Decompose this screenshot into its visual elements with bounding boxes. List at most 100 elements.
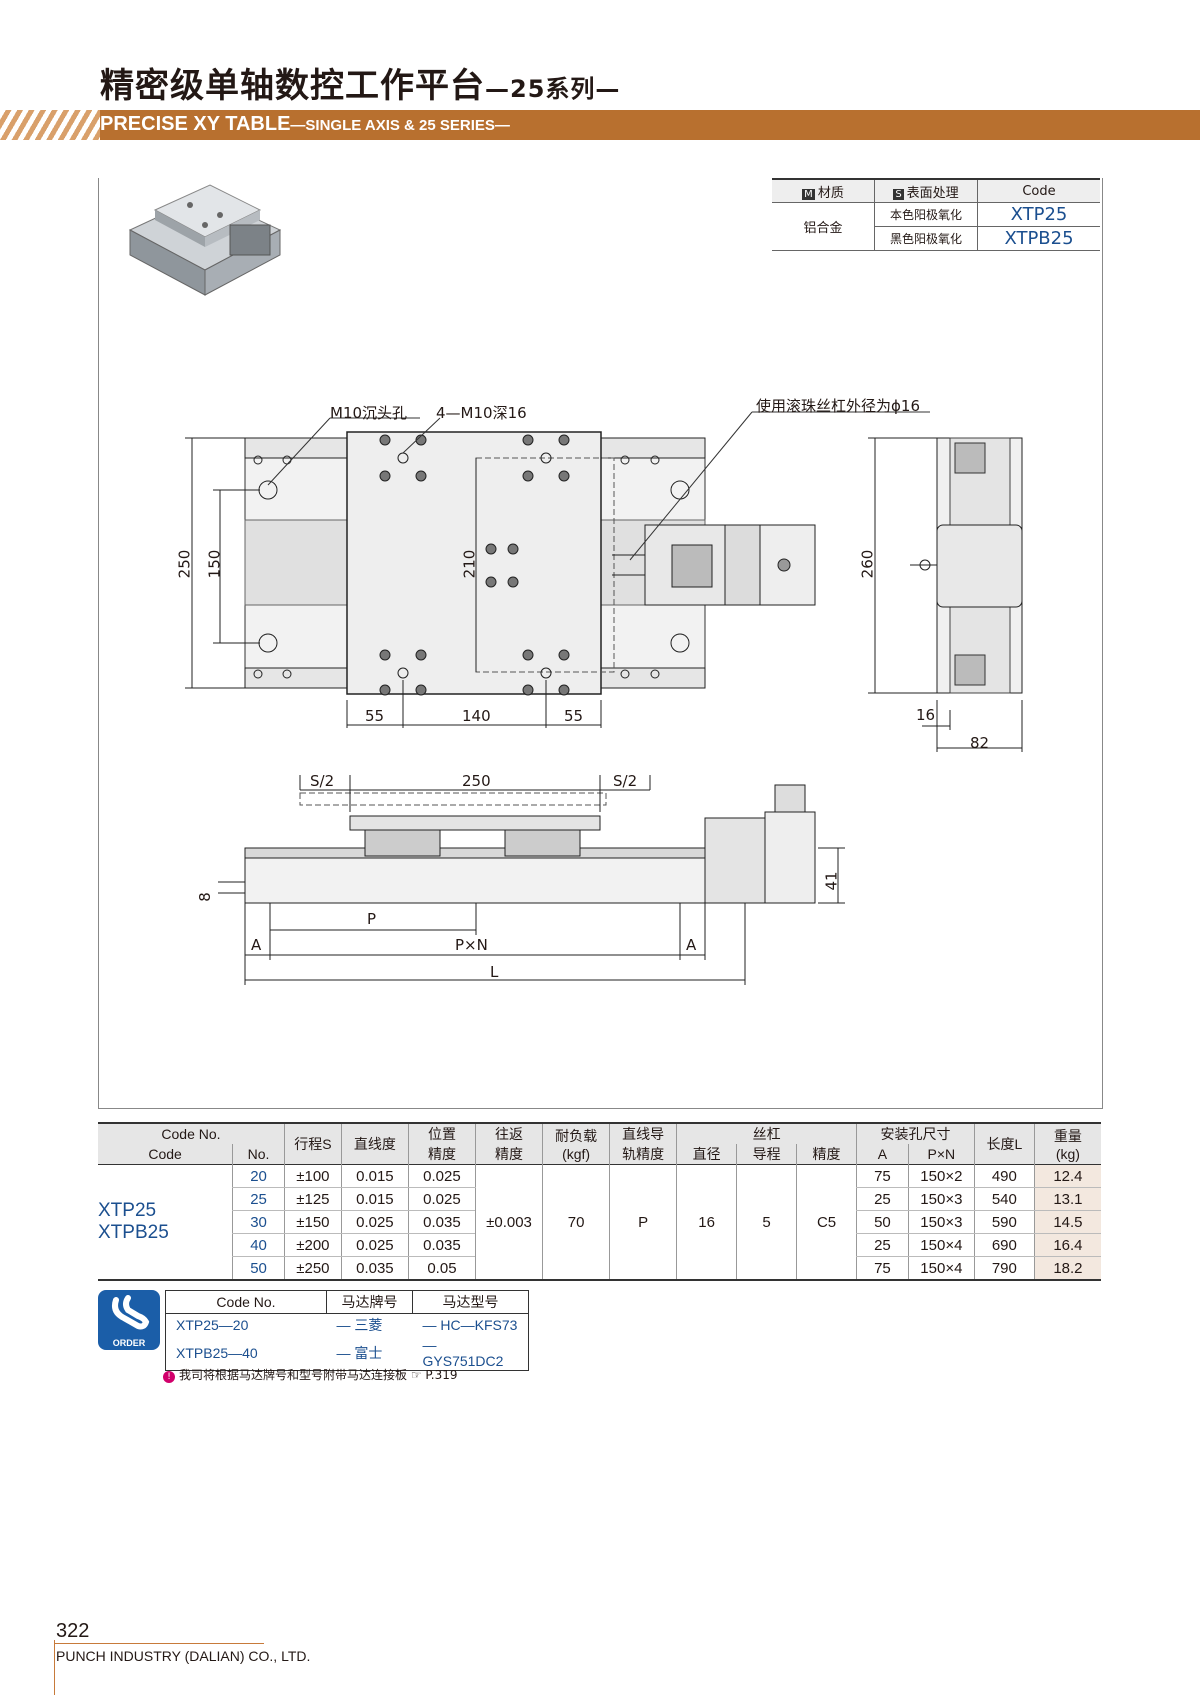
order-brand: — 三菱 (336, 1317, 383, 1333)
product-photo (128, 184, 282, 296)
th-rep: 往返精度 (474, 1123, 543, 1165)
th-pos-2: 精度 (427, 1146, 456, 1162)
row-pxn: 150×4 (907, 1256, 975, 1281)
order-h-brand: 马达牌号 (326, 1290, 413, 1314)
row-weight: 13.1 (1033, 1187, 1101, 1211)
th-rail-2: 轨精度 (622, 1146, 665, 1162)
order-h-code: Code No. (165, 1290, 327, 1314)
row-straight: 0.035 (340, 1256, 409, 1281)
cell-prec: C5 (796, 1164, 857, 1281)
row-a: 75 (856, 1256, 909, 1281)
th-no: No. (232, 1144, 285, 1165)
row-no: 30 (232, 1210, 285, 1234)
title-main-text: 精密级单轴数控工作平台 (100, 66, 485, 106)
row-weight: 18.2 (1033, 1256, 1101, 1281)
dim-55b: 55 (564, 707, 584, 725)
row-stroke: ±125 (283, 1187, 342, 1211)
banner-main: PRECISE XY TABLE (100, 113, 291, 135)
th-weight: 重量 (kg) (1033, 1123, 1101, 1165)
info-icon: ! (163, 1371, 175, 1383)
page-number: 322 (56, 1620, 90, 1642)
order-code: XTPB25—40 (176, 1345, 258, 1361)
banner-sub: —SINGLE AXIS & 25 SERIES— (290, 117, 510, 134)
surface-value: 黑色阳极氧化 (874, 226, 978, 251)
row-straight: 0.015 (340, 1187, 409, 1211)
dim-150: 150 (205, 549, 224, 579)
header-banner (0, 110, 1200, 140)
order-icon-label: ORDER (112, 1338, 146, 1348)
row-a: 75 (856, 1164, 909, 1188)
dim-s2a: S/2 (310, 772, 335, 790)
banner-title: PRECISE XY TABLE—SINGLE AXIS & 25 SERIES… (100, 113, 510, 136)
row-pos: 0.05 (407, 1256, 476, 1281)
th-rail-1: 直线导 (622, 1126, 665, 1142)
dim-s2b: S/2 (613, 772, 638, 790)
order-model: — HC—KFS73 (422, 1317, 518, 1333)
row-no: 25 (232, 1187, 285, 1211)
row-stroke: ±100 (283, 1164, 342, 1188)
row-length: 490 (973, 1164, 1035, 1188)
row-no: 40 (232, 1233, 285, 1257)
order-table: Code No. 马达牌号 马达型号 XTP25—20 — 三菱 — HC—KF… (165, 1290, 529, 1371)
dim-pxn: P×N (455, 936, 488, 954)
dim-l: L (490, 963, 499, 981)
drawing-frame (98, 178, 1103, 1109)
cell-rail: P (609, 1164, 677, 1281)
code-value: XTP25 (977, 202, 1100, 227)
label-screw: 使用滚珠丝杠外径为ϕ16 (756, 397, 920, 415)
order-h-model: 马达型号 (412, 1290, 529, 1314)
cell-rep: ±0.003 (474, 1164, 543, 1281)
technical-drawing (185, 411, 1023, 985)
row-length: 540 (973, 1187, 1035, 1211)
order-model-text: GYS751DC2 (422, 1353, 504, 1369)
row-length: 790 (973, 1256, 1035, 1281)
row-pxn: 150×3 (907, 1187, 975, 1211)
dim-s250: 250 (462, 772, 491, 790)
row-no: 20 (232, 1164, 285, 1188)
row-straight: 0.025 (340, 1233, 409, 1257)
dim-140: 140 (462, 707, 491, 725)
row-no: 50 (232, 1256, 285, 1281)
row-pxn: 150×2 (907, 1164, 975, 1188)
table-holes (379, 434, 570, 696)
dim-p: P (367, 910, 377, 928)
row-stroke: ±200 (283, 1233, 342, 1257)
th-lead: 导程 (736, 1144, 797, 1165)
cell-dia: 16 (676, 1164, 737, 1281)
th-pxn: P×N (907, 1144, 975, 1165)
dim-a1: A (251, 936, 262, 954)
th-load-2: (kgf) (562, 1146, 591, 1162)
th-pos: 位置精度 (407, 1123, 476, 1165)
order-brand: — 富士 (336, 1345, 383, 1361)
row-length: 590 (973, 1210, 1035, 1234)
row-a: 50 (856, 1210, 909, 1234)
row-weight: 12.4 (1033, 1164, 1101, 1188)
th-screw: 丝杠 (676, 1123, 857, 1144)
th-code: Code (98, 1144, 233, 1165)
th-rail: 直线导轨精度 (609, 1123, 677, 1165)
row-a: 25 (856, 1187, 909, 1211)
th-mount: 安装孔尺寸 (856, 1123, 975, 1144)
th-stroke: 行程S (283, 1123, 342, 1165)
order-code: XTP25—20 (176, 1317, 249, 1333)
order-model-text: HC—KFS73 (440, 1317, 518, 1333)
row-pos: 0.025 (407, 1187, 476, 1211)
th-weight-2: (kg) (1055, 1146, 1080, 1162)
dim-55a: 55 (365, 707, 385, 725)
code-xtpb25: XTPB25 (98, 1222, 169, 1243)
dim-8: 8 (195, 892, 214, 902)
row-stroke: ±150 (283, 1210, 342, 1234)
order-icon: ORDER (98, 1290, 160, 1350)
row-pxn: 150×3 (907, 1210, 975, 1234)
spec-table: Code No. 行程S 直线度 位置精度 往返精度 耐负载(kgf) 直线导轨… (98, 1122, 1101, 1281)
row-straight: 0.025 (340, 1210, 409, 1234)
dim-210: 210 (460, 549, 479, 579)
order-brand-text: 富士 (354, 1345, 383, 1361)
cell-lead: 5 (736, 1164, 797, 1281)
th-a: A (856, 1144, 909, 1165)
th-weight-1: 重量 (1053, 1128, 1082, 1144)
dim-82: 82 (970, 734, 990, 752)
title-series: —25系列— (485, 75, 621, 103)
